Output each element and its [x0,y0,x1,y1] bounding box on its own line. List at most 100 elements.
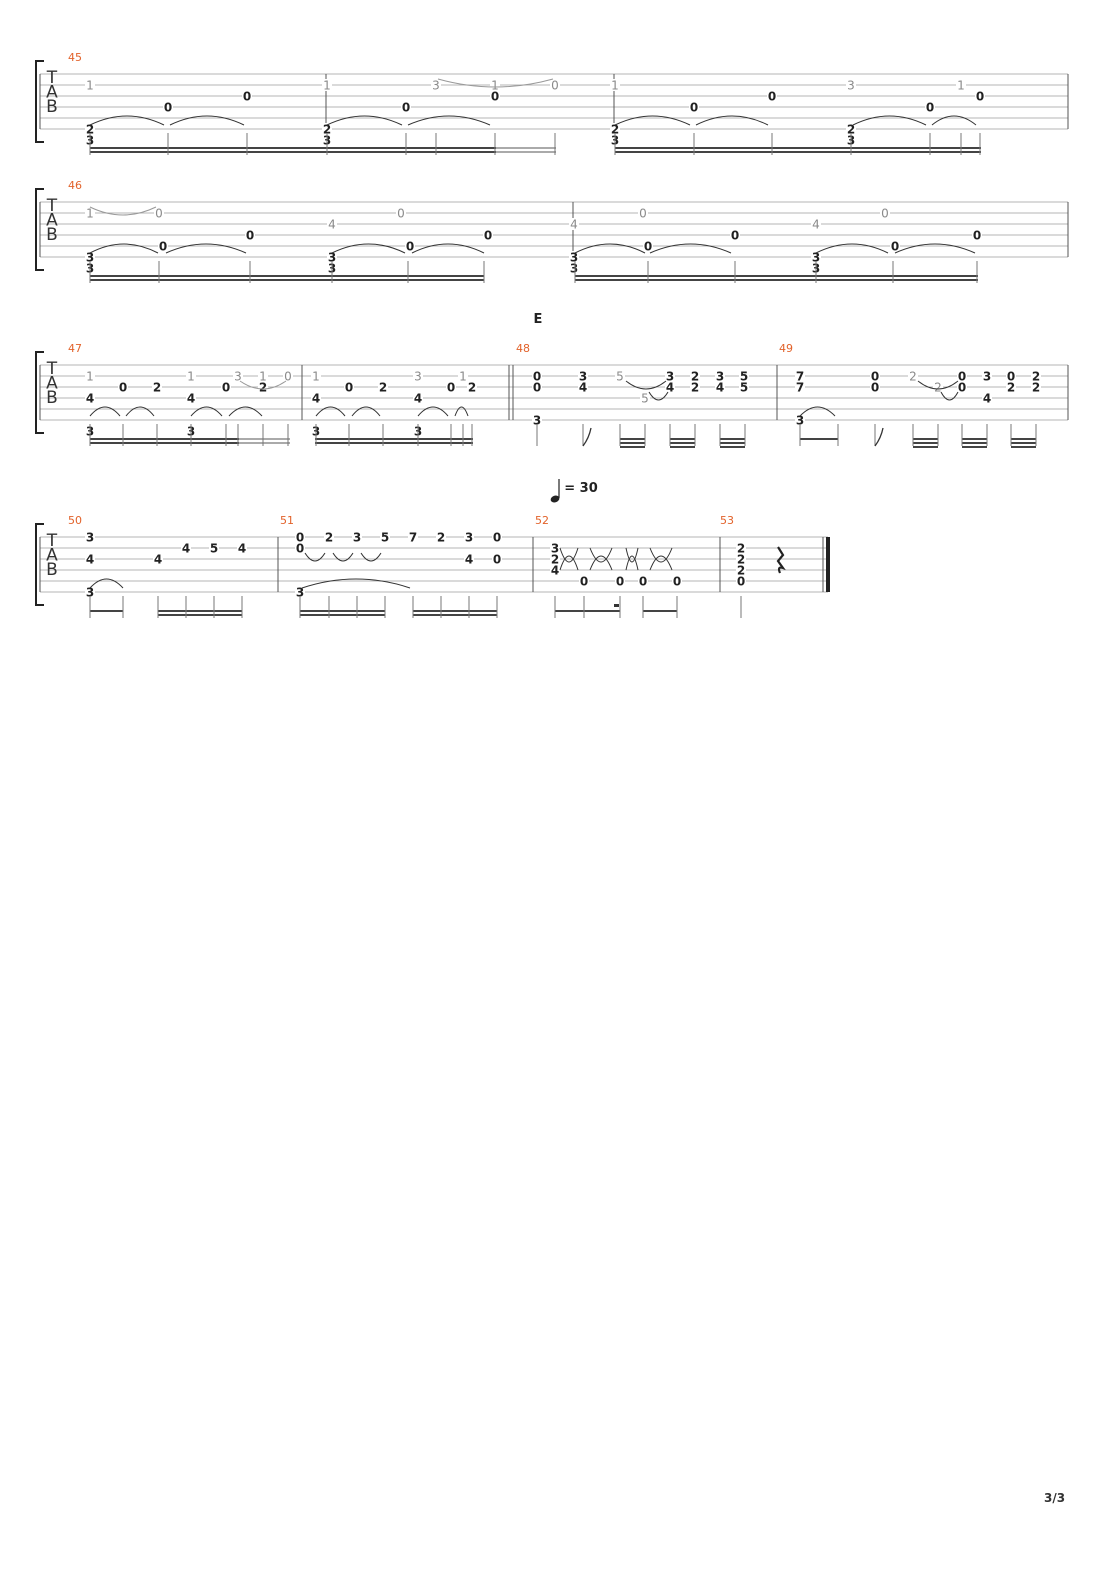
fret-number: 0 [580,575,588,589]
fret-number: 2 [325,531,333,545]
fret-number: 3 [579,370,587,384]
fret-bg [811,218,821,230]
fret-bg [638,575,648,587]
fret-bg [925,101,935,113]
fret-number: 0 [737,575,745,589]
fret-bg [550,553,560,565]
tie-arc [454,406,469,417]
fret-bg [324,531,334,543]
tie-arc [894,243,976,254]
fret-number: 3 [666,370,674,384]
fret-bg [1006,381,1016,393]
fret-number: 0 [222,381,230,395]
fret-bg [795,414,805,426]
tie-arc [574,243,646,254]
fret-bg [467,381,477,393]
fret-bg [736,575,746,587]
tab-clef-letter: B [46,225,58,245]
fret-number: 2 [934,381,942,395]
tab-system: TAB [35,523,829,606]
fret-bg [982,392,992,404]
fret-number: 7 [796,381,804,395]
fret-number: 3 [296,586,304,600]
tab-clef-letter: A [46,83,58,103]
fret-bg [181,542,191,554]
system-bracket [35,60,44,143]
fret-number: 0 [958,381,966,395]
fret-bg [610,79,620,91]
fret-number: 2 [86,123,94,137]
beam [315,438,473,440]
measure-number: 50 [68,514,82,527]
fret-number: 0 [491,90,499,104]
beam [239,438,290,440]
fret-bg [795,381,805,393]
fret-number: 2 [847,123,855,137]
fret-bg [221,381,231,393]
fret-bg [118,381,128,393]
fret-number: 4 [414,392,422,406]
fret-number: 0 [484,229,492,243]
fret-number: 2 [737,564,745,578]
fret-bg [431,79,441,91]
fret-number: 5 [641,392,649,406]
fret-number: 3 [328,251,336,265]
tie-arc [695,115,769,126]
fret-number: 0 [768,90,776,104]
fret-bg [569,262,579,274]
fret-number: 0 [164,101,172,115]
fret-bg [458,370,468,382]
fret-bg [85,531,95,543]
fret-number: 3 [570,251,578,265]
fret-number: 1 [86,370,94,384]
tie-arc [169,115,245,126]
beam [1011,438,1036,440]
fret-number: 0 [958,370,966,384]
fret-number: 1 [312,370,320,384]
beam [436,147,496,149]
fret-bg [242,90,252,102]
fret-bg [569,218,579,230]
fret-number: 0 [246,229,254,243]
fret-number: 1 [86,207,94,221]
fret-bg [378,381,388,393]
fret-number: 2 [909,370,917,384]
measure-number: 47 [68,342,82,355]
fret-number: 4 [86,392,94,406]
fret-number: 0 [644,240,652,254]
fret-number: 0 [639,575,647,589]
fret-bg [311,370,321,382]
fret-bg [578,381,588,393]
fret-number: 2 [437,531,445,545]
fret-bg [295,542,305,554]
tie-arc [239,380,287,390]
beam [913,442,938,444]
fret-bg [311,392,321,404]
fret-number: 0 [493,553,501,567]
tie-arc [304,552,326,562]
tie-arc [190,406,223,417]
fret-number: 7 [796,370,804,384]
fret-number: 3 [234,370,242,384]
fret-number: 0 [533,370,541,384]
fret-number: 4 [86,553,94,567]
fret-bg [492,531,502,543]
fret-bg [736,564,746,576]
beam [620,438,645,440]
fret-bg [380,531,390,543]
quarter-note-icon [550,495,560,503]
fret-number: 0 [447,381,455,395]
fret-bg [258,381,268,393]
fret-number: 0 [296,542,304,556]
beam [670,446,695,448]
beam [158,614,242,616]
beam [413,610,497,612]
fret-bg [665,381,675,393]
fret-number: 0 [493,531,501,545]
tie-arc [625,555,639,571]
fret-bg [152,381,162,393]
fret-bg [975,90,985,102]
fret-bg [158,240,168,252]
fret-number: 3 [465,531,473,545]
